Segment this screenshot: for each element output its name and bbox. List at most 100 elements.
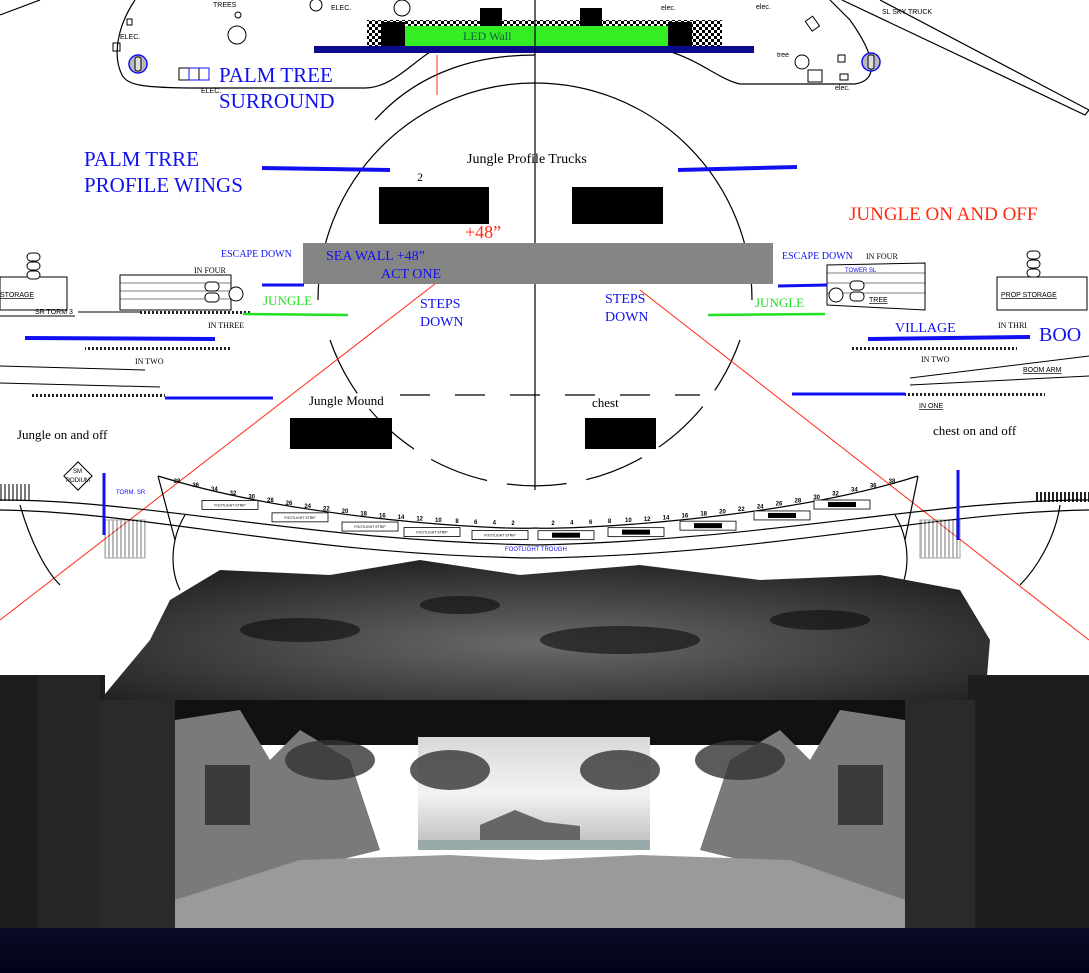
label-jungle-profile-trucks: Jungle Profile Trucks [467,152,587,167]
label-chest-on-off: chest on and off [933,423,1017,438]
palm-marker [188,67,210,81]
sea-wall-render [175,855,905,930]
sightlines [0,279,1089,641]
label-elec: elec. [661,5,676,12]
chest-prop [585,418,656,449]
footlight-strip [341,521,399,532]
jungle-profile-truck-right [572,187,663,224]
label-jungle: JUNGLE [755,295,804,310]
footlight-number-right-20: 20 [719,509,726,515]
label-elec: ELEC. [331,5,351,12]
footlight-unit [694,523,722,529]
footlight-number-left-14: 14 [398,515,405,521]
sea-wall [303,243,773,284]
footlight-number-left-16: 16 [379,513,386,519]
footlight-number-right-10: 10 [625,518,632,524]
footlight-number-right-14: 14 [663,515,670,521]
footlight-number-left-32: 32 [230,491,237,497]
footlight-number-right-16: 16 [681,514,688,520]
footlight-number-right-6: 6 [589,520,593,526]
footlight-number-left-30: 30 [248,495,255,501]
footlight-number-left-6: 6 [474,520,478,526]
label-steps-down: STEPS [605,292,645,307]
footlight-strip-label: FOOTLIGHT STRIP [484,534,516,538]
label-village: VILLAGE [895,321,956,336]
label-sea-wall: SEA WALL +48” [326,249,425,264]
label-sr-torm: SR TORM 3 [35,309,73,316]
footlight-strip-label: FOOTLIGHT STRIP [214,503,246,507]
label-storage: STORAGE [0,292,34,299]
top-props [112,0,849,83]
label-tree: tree [777,52,789,59]
label-steps-down: DOWN [420,315,464,330]
footlight-number-right-28: 28 [794,498,801,504]
label-in-three: IN THRI [998,321,1027,330]
label-elec: ELEC. [201,88,221,95]
footlight-number-right-34: 34 [851,487,858,493]
footlight-number-left-28: 28 [267,498,274,504]
footlight-number-left-10: 10 [435,518,442,524]
label-jungle-mound: Jungle Mound [309,393,384,408]
footlight-number-left-12: 12 [416,517,423,523]
label-chest: chest [592,395,619,410]
footlight-strip-label: FOOTLIGHT STRIP [416,531,448,535]
label-elec: ELEC. [120,34,140,41]
footlight-strip [403,527,461,537]
footlight-unit [552,532,580,538]
footlight-number-left-2: 2 [511,521,515,527]
upstage-outline [0,0,1089,121]
footlight-strips: FOOTLIGHT STRIP FOOTLIGHT STRIP FOOTLIGHT … [201,499,871,541]
tormentor-icon-right [828,250,1041,303]
set-rendering [0,560,1089,973]
label-palm-profile-wings: PALM TRRE [84,147,199,171]
label-in-three: IN THREE [208,321,244,330]
label-escape-down: ESCAPE DOWN [782,251,853,262]
footlight-number-left-4: 4 [493,520,497,526]
label-torm-sr: TORM. SR [116,490,146,496]
footlight-number-right-8: 8 [608,519,612,525]
led-wall-label: LED Wall [463,29,512,43]
footlight-number-right-26: 26 [776,501,783,507]
label-in-two: IN TWO [135,357,164,366]
footlight-unit [828,502,856,508]
label-in-four: IN FOUR [866,252,898,261]
label-palm-profile-wings: PROFILE WINGS [84,173,243,197]
footlight-number-right-24: 24 [757,504,764,510]
footlight-number-right-18: 18 [700,512,707,518]
footlight-number-left-20: 20 [342,509,349,515]
stage-floor [0,928,1089,973]
profile-wings [261,165,798,172]
label-elec: elec. [835,85,850,92]
footlight-number-right-22: 22 [738,507,745,513]
jungle-profile-truck-left [379,187,489,224]
tormentor-icon-left [26,252,244,303]
label-tower: TOWER SL [845,268,877,274]
label-elec: elec. [756,4,771,11]
label-footlight-trough: FOOTLIGHT TROUGH [505,547,567,553]
label-plus-48: +48” [465,222,501,242]
label-sl-sky-truck: SL SKY TRUCK [882,9,932,16]
island [480,810,580,840]
footlight-number-left-22: 22 [323,507,330,513]
footlight-number-left-26: 26 [286,501,293,507]
label-steps-down: STEPS [420,297,460,312]
label-trees: TREES [213,2,237,9]
footlight-number-right-38: 38 [889,479,896,485]
label-in-four: IN FOUR [194,266,226,275]
footlight-number-right-32: 32 [832,491,839,497]
label-palm-tree-surround: SURROUND [219,89,335,113]
label-in-one: IN ONE [919,403,943,410]
footlight-number-left-8: 8 [455,519,459,525]
label-tree: TREE [869,297,888,304]
footlight-unit [768,512,796,518]
footlight-number-left-36: 36 [192,483,199,489]
label-sm-podium: SM [73,469,82,475]
label-steps-down: DOWN [605,310,649,325]
footlight-strip [271,512,329,523]
label-in-two: IN TWO [921,355,950,364]
footlight-number-right-2: 2 [551,521,555,527]
footlight-strip-label: FOOTLIGHT STRIP [354,525,386,529]
footlight-strip [201,500,259,510]
